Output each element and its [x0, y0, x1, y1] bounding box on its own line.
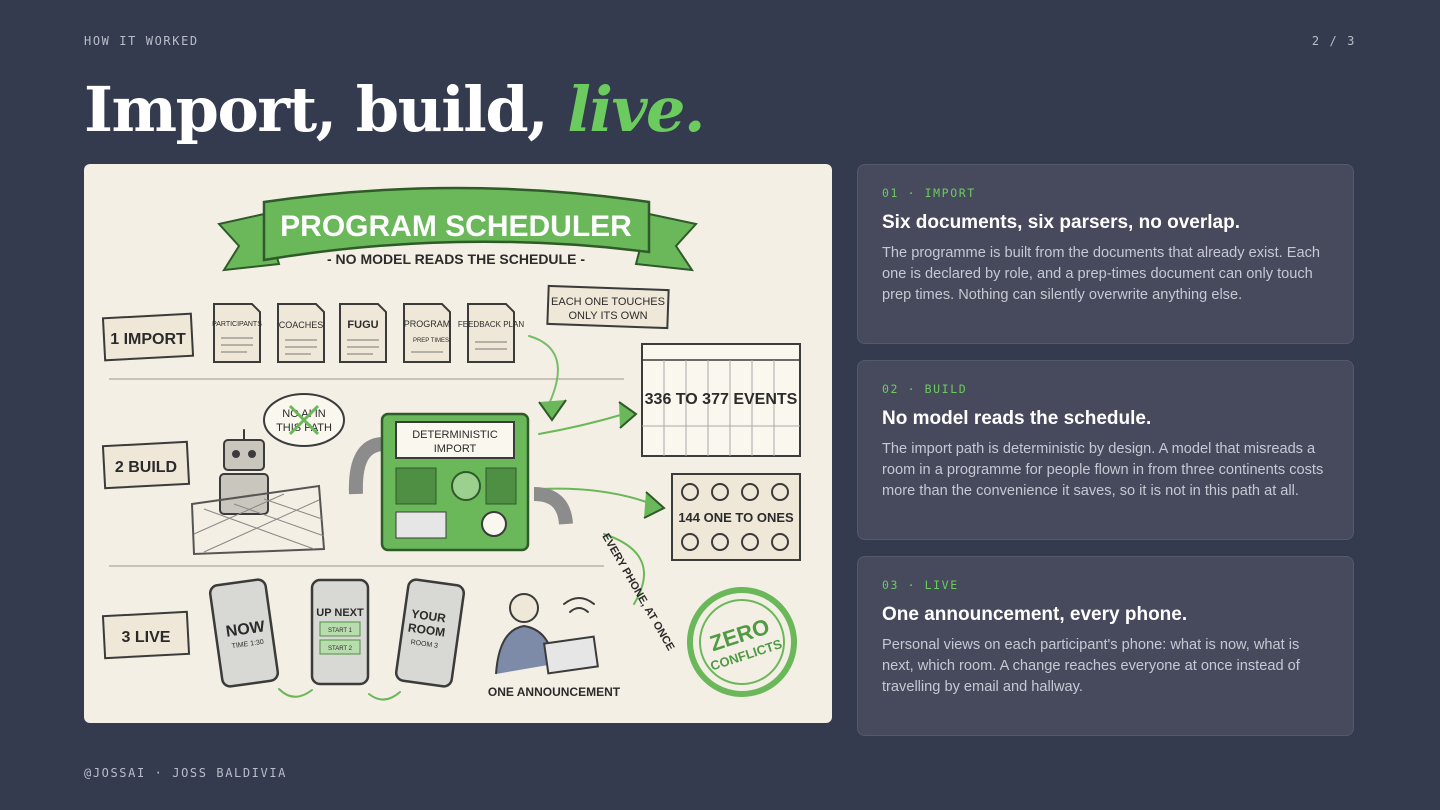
- robot: [219, 429, 269, 515]
- phone-room: YOUR ROOM ROOM 3: [394, 578, 466, 688]
- svg-text:ONLY ITS OWN: ONLY ITS OWN: [568, 310, 647, 322]
- banner-ribbon: PROGRAM SCHEDULER: [217, 186, 698, 272]
- document-feedback-plan: FEEDBACK PLAN: [458, 303, 524, 363]
- svg-text:TIME 1:30: TIME 1:30: [231, 639, 264, 650]
- svg-text:PROGRAM: PROGRAM: [404, 319, 451, 329]
- banner-title: PROGRAM SCHEDULER: [280, 210, 632, 243]
- card-import: 01 · IMPORT Six documents, six parsers, …: [857, 164, 1354, 344]
- card-number: 03 · LIVE: [882, 578, 959, 592]
- scheduler-illustration: PROGRAM SCHEDULER - NO MODEL READS THE S…: [84, 164, 832, 723]
- svg-text:NOW: NOW: [225, 618, 267, 640]
- svg-text:UP NEXT: UP NEXT: [316, 607, 364, 619]
- step-live-label: 3 LIVE: [122, 629, 171, 646]
- card-build: 02 · BUILD No model reads the schedule. …: [857, 360, 1354, 540]
- prep-times-label: PREP TIMES: [413, 338, 449, 344]
- svg-text:FUGU: FUGU: [347, 319, 378, 331]
- card-live: 03 · LIVE One announcement, every phone.…: [857, 556, 1354, 736]
- svg-text:START 1: START 1: [328, 628, 353, 634]
- card-number: 01 · IMPORT: [882, 186, 976, 200]
- document-coaches: COACHES: [277, 303, 325, 363]
- title-accent: live.: [567, 73, 705, 146]
- svg-text:IMPORT: IMPORT: [434, 443, 477, 455]
- card-title: One announcement, every phone.: [882, 604, 1188, 625]
- document-fugu: FUGU: [339, 303, 387, 363]
- banner-subtitle: - NO MODEL READS THE SCHEDULE -: [327, 251, 585, 267]
- svg-text:COACHES: COACHES: [279, 320, 324, 330]
- announcer: [495, 593, 599, 675]
- footer-credit: @JOSSAI · JOSS BALDIVIA: [84, 766, 287, 780]
- one-to-ones-panel: 144 ONE TO ONES: [671, 473, 801, 561]
- svg-text:YOUR: YOUR: [410, 607, 447, 626]
- card-title: Six documents, six parsers, no overlap.: [882, 212, 1240, 233]
- step-import-label: 1 IMPORT: [110, 331, 186, 348]
- step-build-tag: 2 BUILD: [101, 440, 191, 490]
- svg-text:THIS PATH: THIS PATH: [276, 422, 332, 434]
- every-phone-label: EVERY PHONE, AT ONCE: [599, 532, 676, 653]
- phone-up-next: UP NEXT START 1 START 2: [310, 578, 370, 686]
- touch-note: EACH ONE TOUCHES ONLY ITS OWN: [546, 284, 670, 330]
- card-body: The programme is built from the document…: [882, 245, 1321, 303]
- title-main: Import, build,: [84, 73, 549, 146]
- card-body: Personal views on each participant's pho…: [882, 637, 1300, 695]
- page-counter: 2 / 3: [1311, 34, 1356, 48]
- svg-text:EACH ONE TOUCHES: EACH ONE TOUCHES: [551, 296, 665, 308]
- svg-text:FEEDBACK PLAN: FEEDBACK PLAN: [458, 320, 524, 329]
- step-import-tag: 1 IMPORT: [101, 312, 195, 362]
- step-build-label: 2 BUILD: [115, 459, 177, 476]
- svg-text:PARTICIPANTS: PARTICIPANTS: [212, 321, 262, 328]
- calendar-events: 336 TO 377 EVENTS: [641, 343, 801, 457]
- svg-text:ROOM 3: ROOM 3: [410, 639, 438, 650]
- document-program: PROGRAM PREP TIMES: [403, 303, 451, 363]
- card-body: The import path is deterministic by desi…: [882, 441, 1324, 499]
- no-ai-bubble: NO AI IN THIS PATH: [263, 393, 345, 447]
- section-eyebrow: HOW IT WORKED: [84, 34, 199, 48]
- deterministic-import-machine: DETERMINISTIC IMPORT: [348, 412, 573, 552]
- document-participants: PARTICIPANTS: [212, 303, 262, 363]
- page-title: Import, build, live.: [84, 70, 706, 150]
- zero-conflicts-stamp: ZERO CONFLICTS: [687, 587, 797, 697]
- step-live-tag: 3 LIVE: [101, 610, 191, 660]
- card-number: 02 · BUILD: [882, 382, 968, 396]
- one-to-ones-count: 144 ONE TO ONES: [678, 510, 794, 525]
- phone-now: NOW TIME 1:30: [208, 578, 280, 688]
- one-announcement-label: ONE ANNOUNCEMENT: [488, 685, 621, 699]
- card-title: No model reads the schedule.: [882, 408, 1152, 429]
- svg-text:DETERMINISTIC: DETERMINISTIC: [412, 429, 498, 441]
- svg-text:START 2: START 2: [328, 646, 353, 652]
- svg-text:ROOM: ROOM: [407, 621, 446, 640]
- events-count: 336 TO 377 EVENTS: [645, 391, 798, 408]
